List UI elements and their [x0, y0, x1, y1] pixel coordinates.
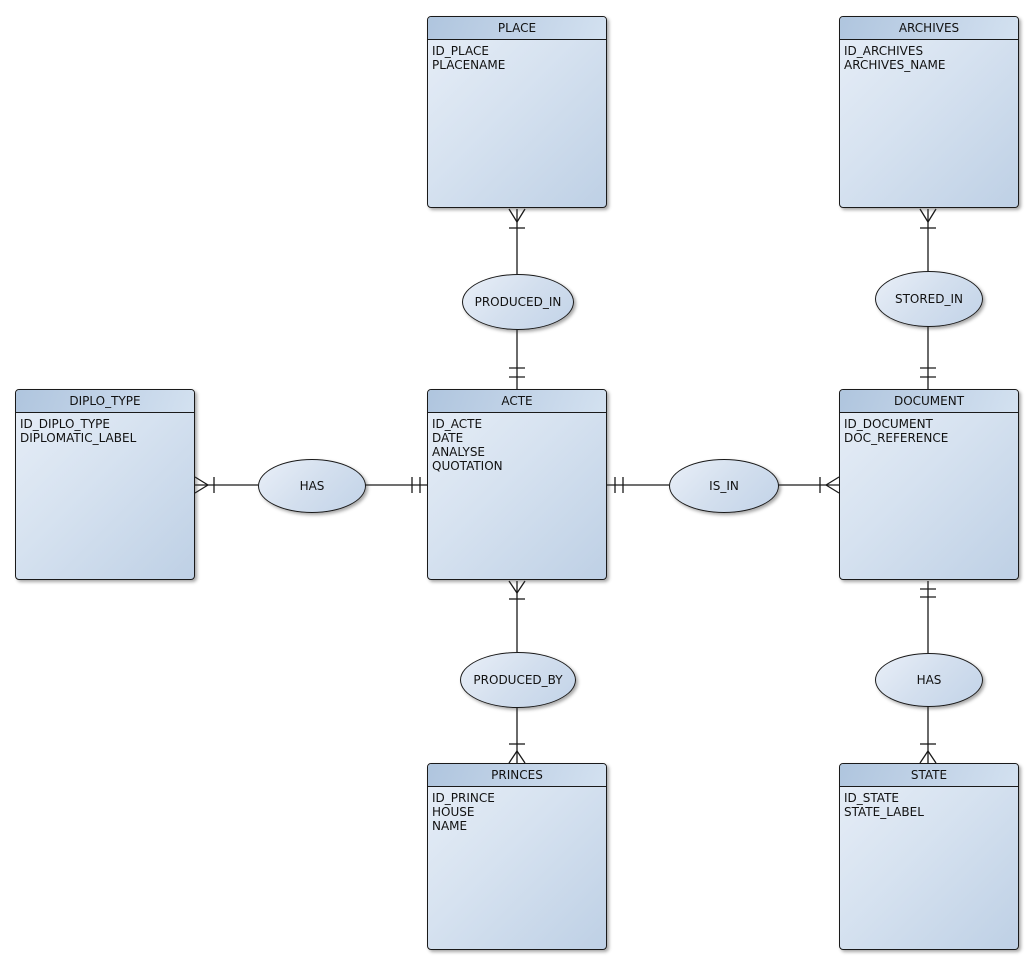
attribute: PLACENAME: [432, 58, 506, 72]
entity-place[interactable]: PLACE ID_PLACE PLACENAME: [427, 16, 607, 208]
relationship-label: HAS: [299, 479, 325, 493]
attribute: DATE: [432, 431, 464, 445]
relationship-label: PRODUCED_BY: [473, 673, 563, 687]
entity-document-title: DOCUMENT: [840, 390, 1018, 413]
attribute: DOC_REFERENCE: [844, 431, 949, 445]
attribute: ID_STATE: [844, 791, 899, 805]
attribute: ID_DIPLO_TYPE: [20, 417, 110, 431]
connector-diplo_type-has: [194, 476, 258, 494]
relationship-has-diplo-type[interactable]: HAS: [258, 459, 366, 513]
attribute: HOUSE: [432, 805, 475, 819]
relationship-is-in[interactable]: IS_IN: [669, 459, 779, 513]
connector-produced_by-princes: [508, 706, 526, 764]
connector-document-has: [920, 581, 936, 653]
attribute: ANALYSE: [432, 445, 486, 459]
entity-princes-title: PRINCES: [428, 764, 606, 787]
relationship-label: STORED_IN: [894, 292, 964, 306]
connector-produced_in-acte: [509, 328, 525, 389]
entity-archives-title: ARCHIVES: [840, 17, 1018, 40]
connector-has-acte: [364, 477, 427, 493]
attribute: ID_PLACE: [432, 44, 489, 58]
entity-archives-attributes: ID_ARCHIVES ARCHIVES_NAME: [840, 40, 1018, 72]
entity-document[interactable]: DOCUMENT ID_DOCUMENT DOC_REFERENCE: [839, 389, 1019, 580]
connector-has-state: [919, 705, 937, 764]
entity-document-attributes: ID_DOCUMENT DOC_REFERENCE: [840, 413, 1018, 445]
attribute: ID_ARCHIVES: [844, 44, 924, 58]
connector-acte-produced_by: [508, 580, 526, 652]
entity-princes[interactable]: PRINCES ID_PRINCE HOUSE NAME: [427, 763, 607, 950]
connector-is_in-document: [777, 476, 840, 494]
attribute: STATE_LABEL: [844, 805, 924, 819]
attribute: DIPLOMATIC_LABEL: [20, 431, 137, 445]
entity-princes-attributes: ID_PRINCE HOUSE NAME: [428, 787, 606, 833]
entity-place-attributes: ID_PLACE PLACENAME: [428, 40, 606, 72]
connector-archives-stored_in: [919, 208, 937, 271]
attribute: ID_DOCUMENT: [844, 417, 933, 431]
connector-acte-is_in: [607, 477, 669, 493]
entity-archives[interactable]: ARCHIVES ID_ARCHIVES ARCHIVES_NAME: [839, 16, 1019, 208]
attribute: QUOTATION: [432, 459, 503, 473]
entity-acte-attributes: ID_ACTE DATE ANALYSE QUOTATION: [428, 413, 606, 473]
entity-place-title: PLACE: [428, 17, 606, 40]
entity-diplo-type-attributes: ID_DIPLO_TYPE DIPLOMATIC_LABEL: [16, 413, 194, 445]
relationship-stored-in[interactable]: STORED_IN: [875, 271, 983, 327]
attribute: ARCHIVES_NAME: [844, 58, 946, 72]
connector-place-produced_in: [508, 208, 526, 274]
attribute: NAME: [432, 819, 468, 833]
relationship-produced-in[interactable]: PRODUCED_IN: [462, 274, 574, 330]
relationship-label: IS_IN: [709, 479, 739, 493]
entity-diplo-type-title: DIPLO_TYPE: [16, 390, 194, 413]
relationship-label: PRODUCED_IN: [474, 295, 562, 309]
entity-state[interactable]: STATE ID_STATE STATE_LABEL: [839, 763, 1019, 950]
entity-acte-title: ACTE: [428, 390, 606, 413]
entity-acte[interactable]: ACTE ID_ACTE DATE ANALYSE QUOTATION: [427, 389, 607, 580]
relationship-label: HAS: [916, 673, 942, 687]
relationship-produced-by[interactable]: PRODUCED_BY: [460, 652, 576, 708]
entity-diplo-type[interactable]: DIPLO_TYPE ID_DIPLO_TYPE DIPLOMATIC_LABE…: [15, 389, 195, 580]
entity-state-title: STATE: [840, 764, 1018, 787]
entity-state-attributes: ID_STATE STATE_LABEL: [840, 787, 1018, 819]
connector-stored_in-document: [920, 325, 936, 389]
relationship-has-state[interactable]: HAS: [875, 653, 983, 707]
attribute: ID_ACTE: [432, 417, 483, 431]
attribute: ID_PRINCE: [432, 791, 495, 805]
